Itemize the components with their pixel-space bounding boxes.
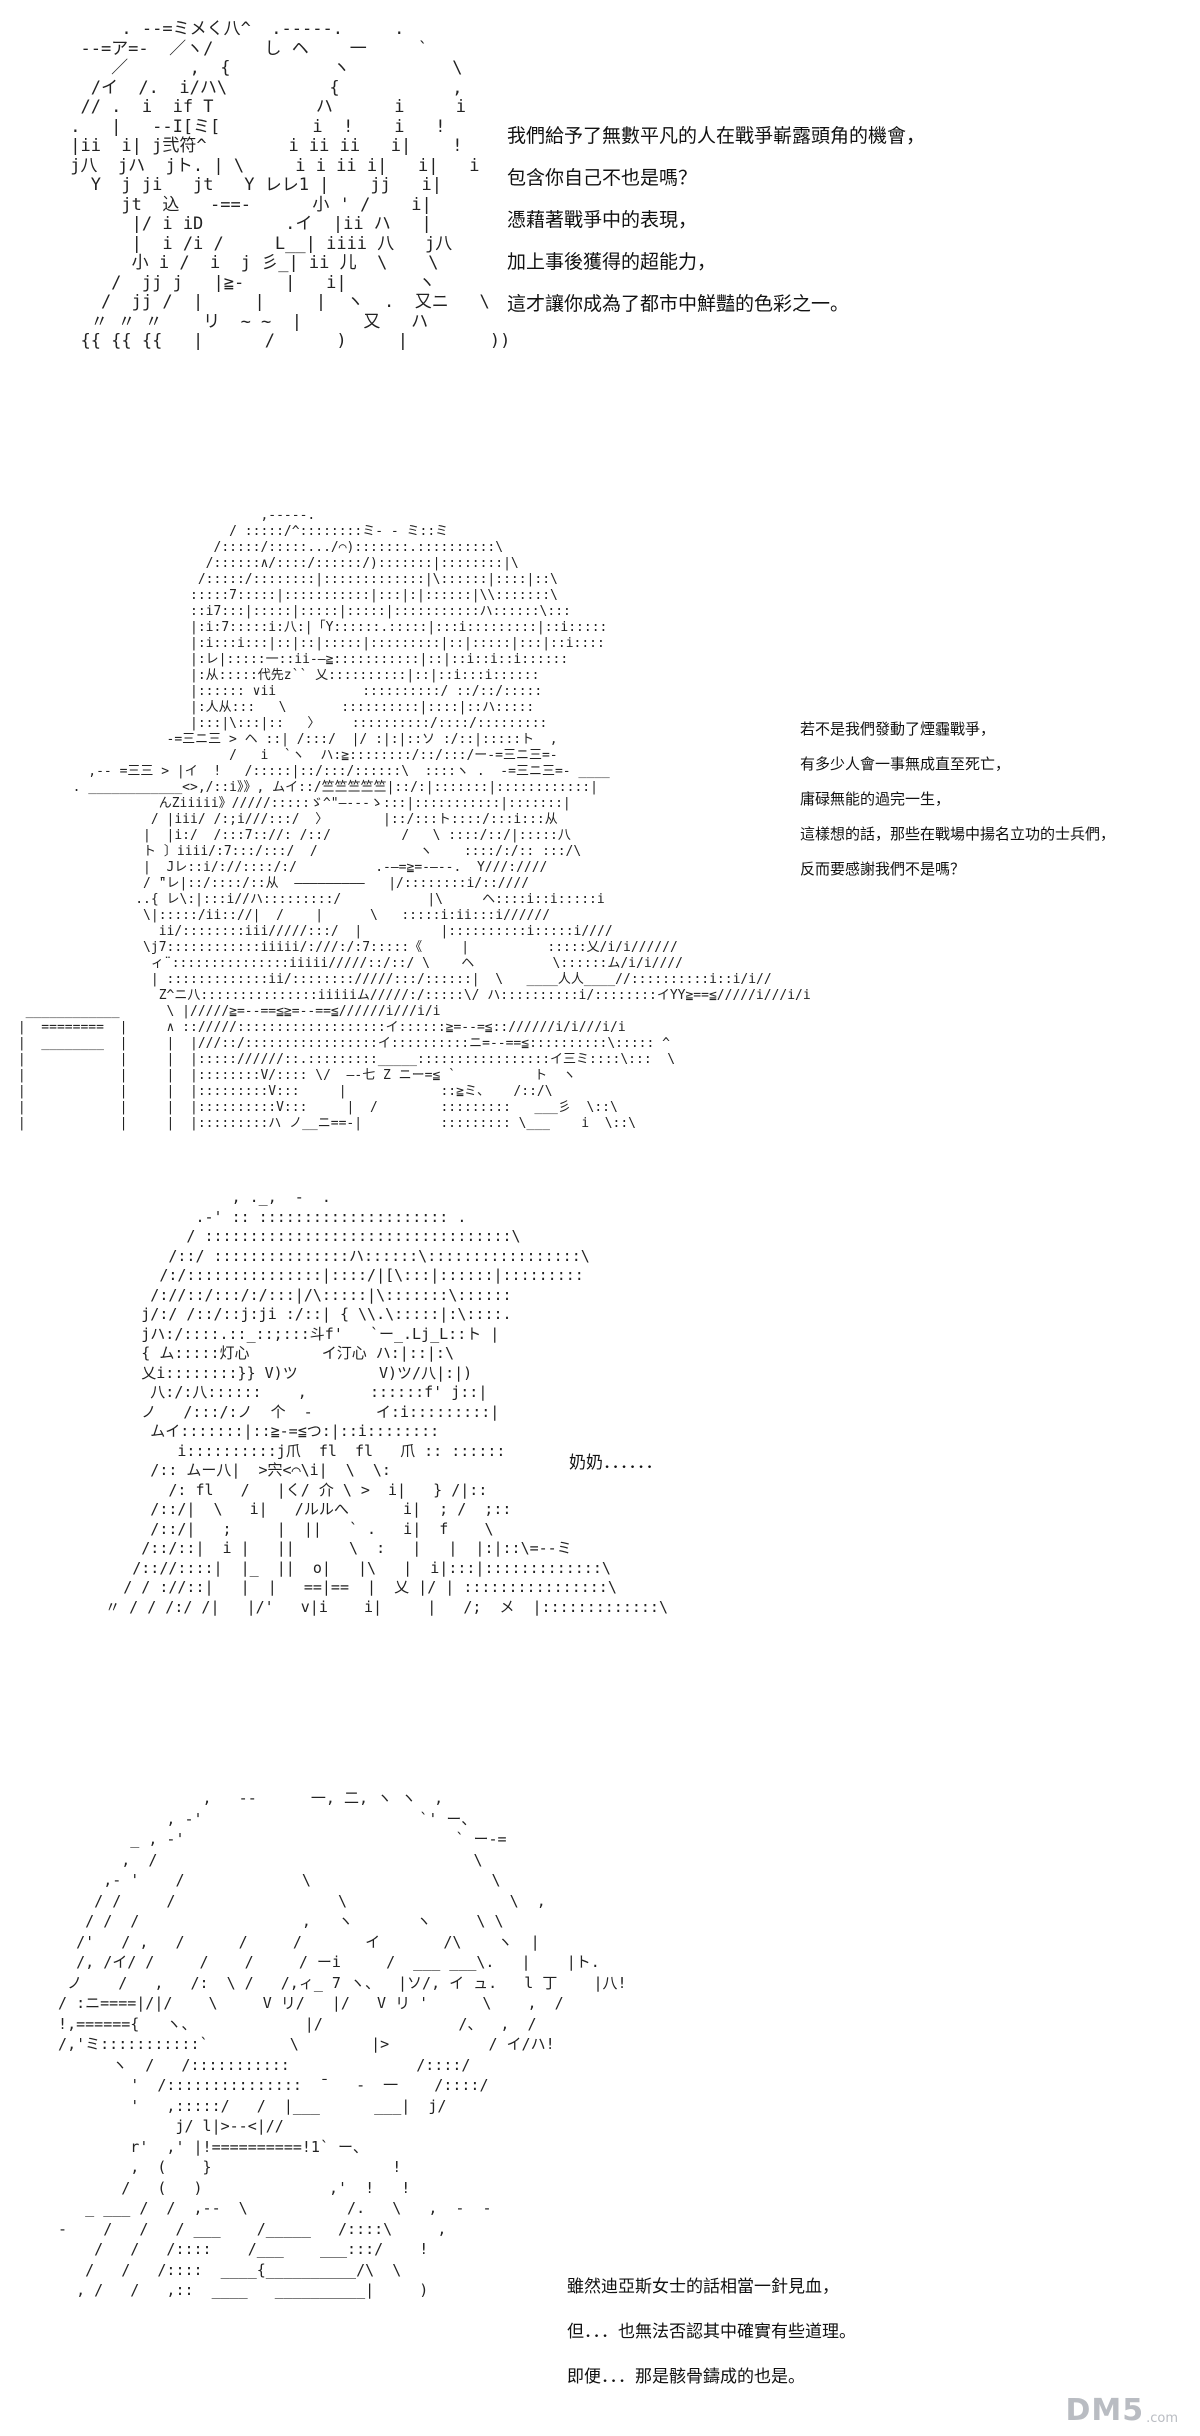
watermark-logo-text: DM5 <box>1065 2393 1145 2428</box>
comic-panel-3: , ._, - . .-' :: ::::::::::::::::::::: .… <box>0 1180 1200 1760</box>
ascii-art-figure-3: , ._, - . .-' :: ::::::::::::::::::::: .… <box>105 1188 668 1616</box>
dialogue-line: 庸碌無能的過完一生， <box>800 790 951 808</box>
comic-panel-1: . --=ミメく八^ .-----. . --=ア=- ／ヽ/ し ヘ 一 ` … <box>0 0 1200 490</box>
dialogue-line: 包含你自己不也是嗎？ <box>507 167 698 189</box>
dialogue-line: 若不是我們發動了煙霾戰爭， <box>800 720 996 738</box>
site-watermark: DM5 .com <box>1065 2393 1178 2428</box>
dialogue-line: 我們給予了無數平凡的人在戰爭嶄露頭角的機會， <box>507 125 926 147</box>
dialogue-line: 反而要感謝我們不是嗎？ <box>800 860 966 878</box>
dialogue-text-1: 我們給予了無數平凡的人在戰爭嶄露頭角的機會， 包含你自己不也是嗎？ 憑藉著戰爭中… <box>507 115 925 325</box>
dialogue-line: 這樣想的話，那些在戰場中揚名立功的士兵們， <box>800 825 1116 843</box>
dialogue-line: 有多少人會一事無成直至死亡， <box>800 755 1011 773</box>
dialogue-line: 但．．．也無法否認其中確實有些道理。 <box>567 2322 856 2342</box>
ascii-art-figure-2: ,-----. / :::::/^::::::::ミ- - ミ::ミ /::::… <box>17 508 811 1131</box>
dialogue-line: 這才讓你成為了都市中鮮豔的色彩之一。 <box>507 293 850 315</box>
dialogue-line: 即便．．．那是骸骨鑄成的也是。 <box>567 2367 805 2387</box>
ascii-art-figure-4: , -- 一, 二, ヽ ヽ , , -' `' ー、 _ , -' ` ー-=… <box>58 1789 627 2299</box>
dialogue-text-4: 雖然迪亞斯女士的話相當一針見血， 但．．．也無法否認其中確實有些道理。 即便．．… <box>567 2265 856 2400</box>
dialogue-text-2: 若不是我們發動了煙霾戰爭， 有多少人會一事無成直至死亡， 庸碌無能的過完一生， … <box>800 712 1115 887</box>
watermark-domain-text: .com <box>1146 2411 1178 2426</box>
ascii-art-figure-1: . --=ミメく八^ .-----. . --=ア=- ／ヽ/ し ヘ 一 ` … <box>70 19 511 351</box>
dialogue-line: 雖然迪亞斯女士的話相當一針見血， <box>567 2277 839 2297</box>
comic-panel-2: ,-----. / :::::/^::::::::ミ- - ミ::ミ /::::… <box>0 490 1200 1180</box>
dialogue-line: 奶奶．．．．．． <box>569 1453 663 1473</box>
dialogue-line: 憑藉著戰爭中的表現， <box>507 209 698 231</box>
dialogue-text-3: 奶奶．．．．．． <box>569 1448 663 1478</box>
comic-panel-4: , -- 一, 二, ヽ ヽ , , -' `' ー、 _ , -' ` ー-=… <box>0 1760 1200 2436</box>
dialogue-line: 加上事後獲得的超能力， <box>507 251 717 273</box>
